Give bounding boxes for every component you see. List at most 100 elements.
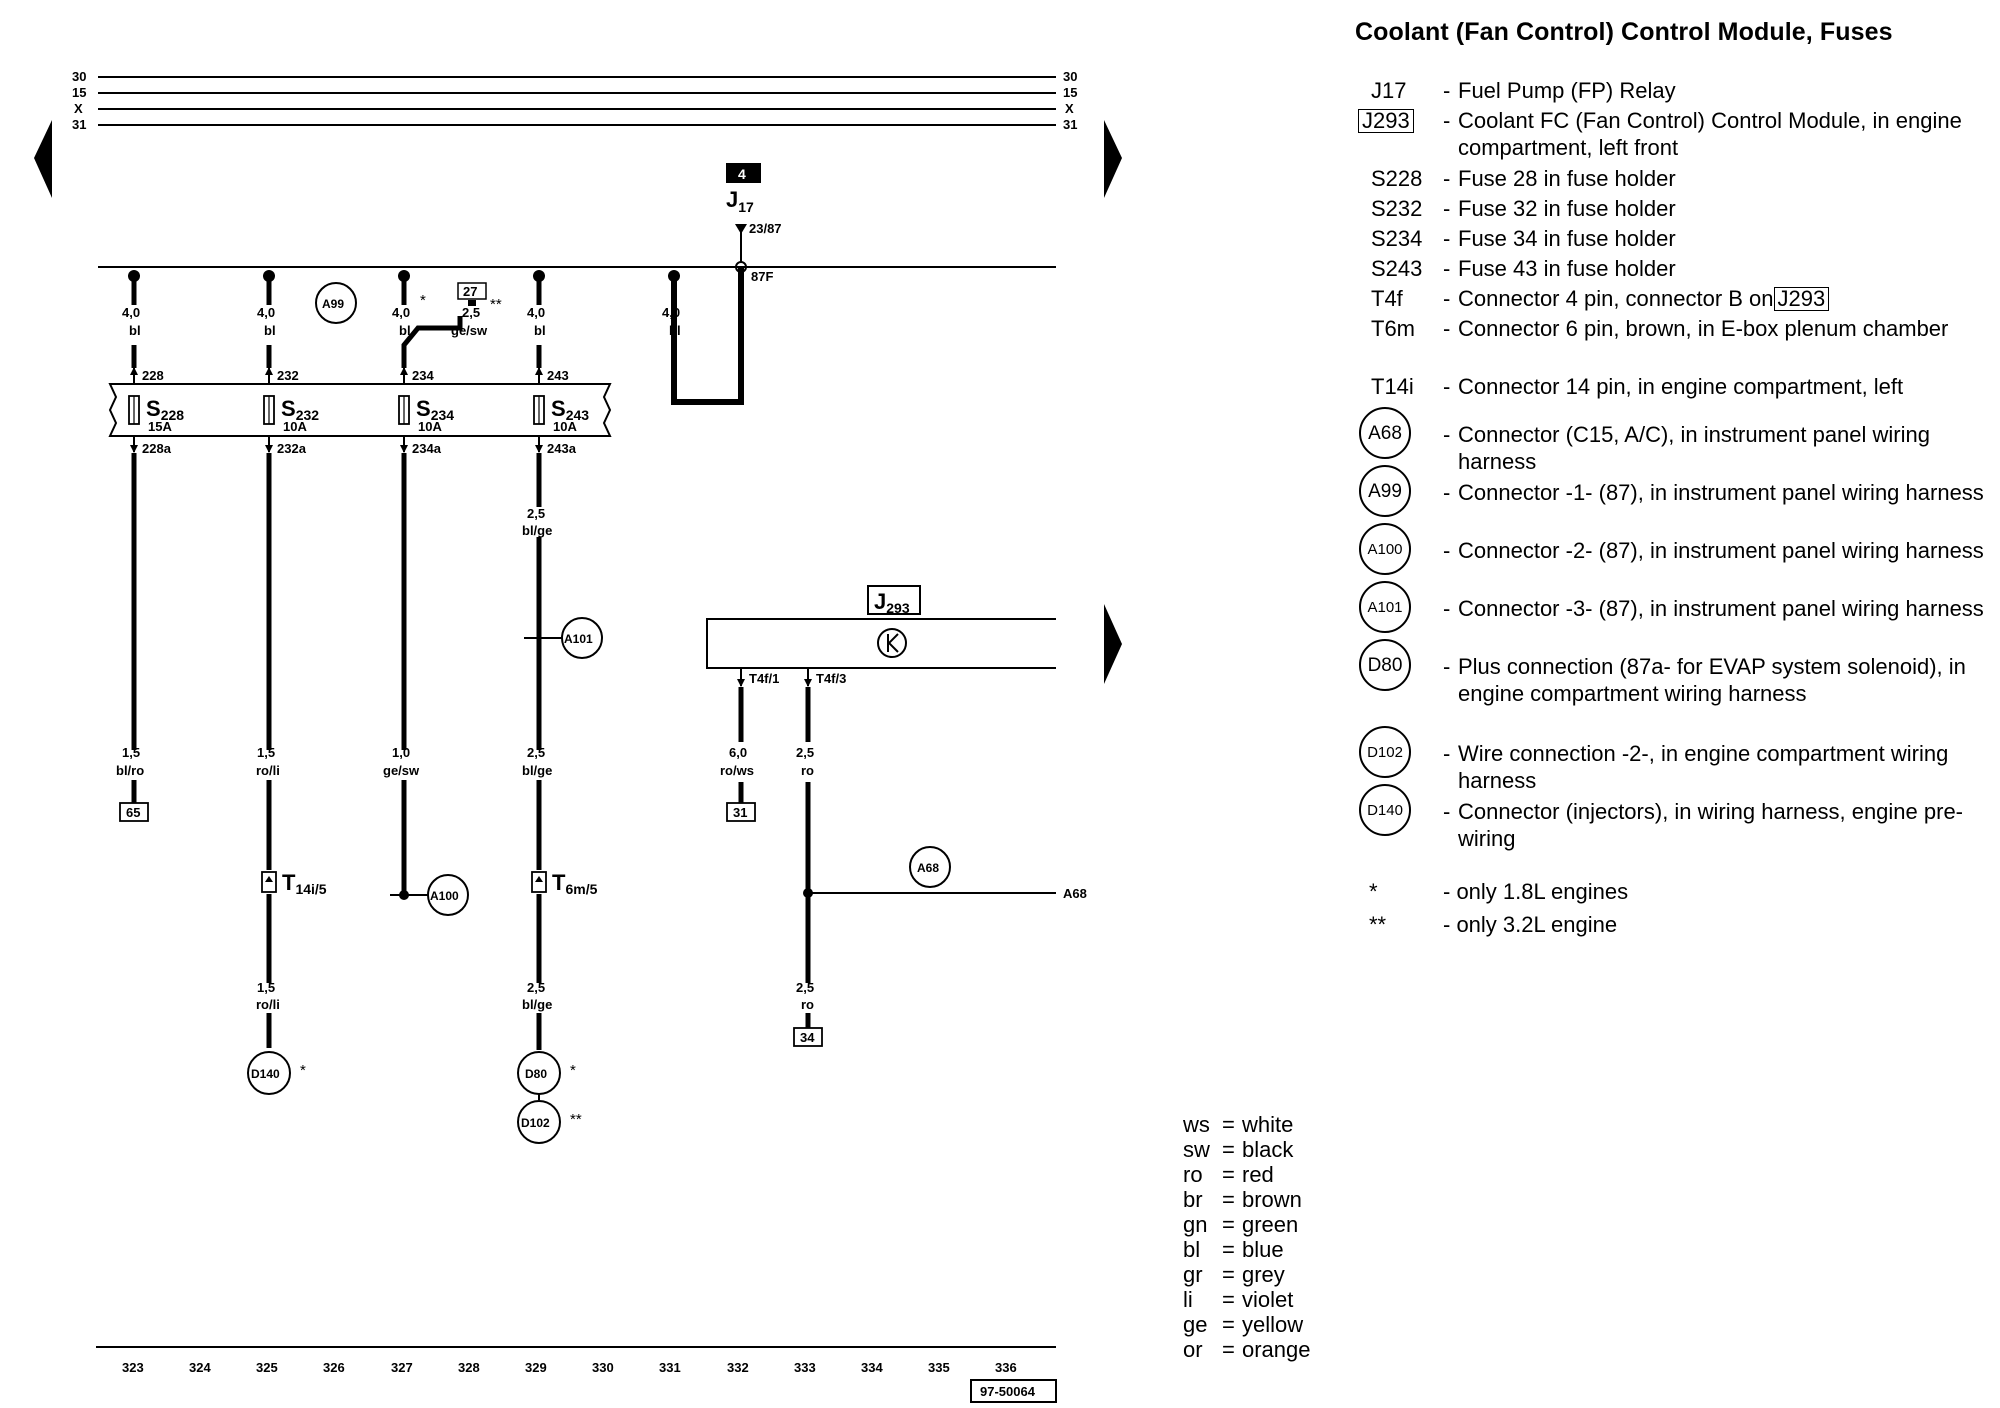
legend-desc: Connector (injectors), in wiring harness…	[1458, 799, 1964, 851]
grid-number: 330	[592, 1360, 614, 1375]
grid-number: 327	[391, 1360, 413, 1375]
connector-t6m-label: T6m/5	[552, 870, 598, 897]
legend-circle: A68	[1359, 407, 1411, 459]
note-star-d140: *	[300, 1062, 306, 1079]
legend-item: S228 - Fuse 28 in fuse holder	[1355, 165, 1985, 195]
connector-d102-label: D102	[521, 1116, 550, 1130]
legend-item: S243 - Fuse 43 in fuse holder	[1355, 255, 1985, 285]
footnote: * - only 1.8L engines	[1355, 878, 1985, 911]
legend-code: S228	[1371, 166, 1423, 191]
grid-number: 325	[256, 1360, 278, 1375]
wire-gauge-234a: 1,0	[392, 745, 410, 760]
wire-gauge-232-lower: 1,5	[257, 980, 275, 995]
legend-circle-item: D140 - Connector (injectors), in wiring …	[1355, 784, 1985, 878]
wire-color-232a: ro/li	[256, 763, 280, 778]
legend-desc: Connector (C15, A/C), in instrument pane…	[1458, 422, 1930, 474]
legend-desc: Fuse 43 in fuse holder	[1458, 256, 1676, 281]
fuse-out-terminal-228: 228a	[142, 441, 172, 456]
legend-dash: -	[1443, 166, 1451, 191]
legend-item: S232 - Fuse 32 in fuse holder	[1355, 195, 1985, 225]
fuse-in-terminal-234: 234	[412, 368, 434, 383]
grid-number: 323	[122, 1360, 144, 1375]
connector-d140	[247, 1051, 291, 1095]
legend-desc: Connector -3- (87), in instrument panel …	[1458, 596, 1984, 621]
wire-gauge-232a: 1,5	[257, 745, 275, 760]
fuse-out-terminal-232: 232a	[277, 441, 307, 456]
right-arrow-icon-mid[interactable]	[1104, 604, 1122, 684]
footnote: ** - only 3.2L engine	[1355, 911, 1985, 944]
wire-gauge-alt-234: 2,5	[462, 305, 480, 320]
legend-circle-item: A100 - Connector -2- (87), in instrument…	[1355, 523, 1985, 595]
ref-27: 27	[463, 284, 477, 299]
legend-item: S234 - Fuse 34 in fuse holder	[1355, 225, 1985, 255]
grid-number: 326	[323, 1360, 345, 1375]
legend-circle-item: A68 - Connector (C15, A/C), in instrumen…	[1355, 407, 1985, 479]
wire-gauge-243-lower: 2,5	[527, 980, 545, 995]
legend-desc: Fuel Pump (FP) Relay	[1458, 78, 1676, 103]
bus-label-31-right: 31	[1063, 117, 1077, 132]
fuse-s228: S228 15A	[128, 395, 184, 434]
fuse-s243-rating: 10A	[553, 419, 577, 434]
wire-gauge-232: 4,0	[257, 305, 275, 320]
relay-ref: 4	[738, 166, 746, 182]
legend-dash: -	[1443, 654, 1451, 679]
ground-ref-31	[726, 802, 756, 822]
legend-circle-item: D80 - Plus connection (87a- for EVAP sys…	[1355, 639, 1985, 740]
legend-code: T14i	[1371, 374, 1414, 399]
note-star-d80: *	[570, 1062, 576, 1079]
wiring-diagram: 30 15 X 31 30 15 X 31 4 J17 23/87 87F	[34, 69, 1122, 1403]
legend-desc: Wire connection -2-, in engine compartme…	[1458, 741, 1949, 793]
connector-d80-label: D80	[525, 1067, 547, 1081]
wire-color-232-lower: ro/li	[256, 997, 280, 1012]
legend-dash: -	[1443, 108, 1451, 133]
module-output-wires	[737, 668, 1056, 1028]
legend-code: S243	[1371, 256, 1423, 281]
wire-gauge-243a: 2,5	[527, 745, 545, 760]
legend-dash: -	[1443, 374, 1451, 399]
grid-number: 329	[525, 1360, 547, 1375]
legend-circle: A99	[1359, 465, 1411, 517]
grid-numbers: 323 324 325 326 327 328 329 330 331 332 …	[122, 1360, 1017, 1375]
wire-color-alt-234: ge/sw	[451, 323, 488, 338]
connector-t4f3-label: T4f/3	[816, 671, 846, 686]
connector-a100-label: A100	[430, 889, 459, 903]
grid-number: 335	[928, 1360, 950, 1375]
ground-ref-65	[119, 802, 149, 822]
grid-number: 324	[189, 1360, 211, 1375]
footnote-text: - only 1.8L engines	[1443, 879, 1629, 904]
bus-label-15: 15	[72, 85, 86, 100]
grid-number: 336	[995, 1360, 1017, 1375]
wire-color-232: bl	[264, 323, 276, 338]
fuse-s228-rating: 15A	[148, 419, 172, 434]
wire-gauge-t4f1: 6,0	[729, 745, 747, 760]
wire-color-228: bl	[129, 323, 141, 338]
connector-a100	[427, 874, 469, 916]
wire-gauge-243-below: 2,5	[527, 506, 545, 521]
connector-a101-label: A101	[564, 632, 593, 646]
right-arrow-icon[interactable]	[1104, 120, 1122, 198]
fuse-out-terminal-234: 234a	[412, 441, 442, 456]
connector-a99	[315, 282, 357, 324]
legend-item: J293 - Coolant FC (Fan Control) Control …	[1355, 107, 1985, 165]
wire-color-relay-feed: bl	[669, 323, 681, 338]
footnote-mark: *	[1369, 879, 1378, 904]
legend-code: S232	[1371, 196, 1423, 221]
power-bus: 30 15 X 31 30 15 X 31	[72, 69, 1077, 132]
legend-circle: A101	[1359, 581, 1411, 633]
connector-t14i-label: T14i/5	[282, 870, 327, 897]
legend-dash: -	[1443, 226, 1451, 251]
fuse-s232: S232 10A	[263, 395, 319, 434]
note-double-star-d102: **	[570, 1111, 582, 1128]
wire-color-243a: bl/ge	[522, 763, 552, 778]
wire-color-234: bl	[399, 323, 411, 338]
module-j293: J293	[706, 585, 1056, 669]
left-arrow-icon[interactable]	[34, 120, 52, 198]
fuse-s232-rating: 10A	[283, 419, 307, 434]
fuse-out-terminal-243: 243a	[547, 441, 577, 456]
fuse-in-terminal-243: 243	[547, 368, 569, 383]
bus-label-x-right: X	[1065, 101, 1074, 116]
legend-desc: Plus connection (87a- for EVAP system so…	[1458, 654, 1966, 706]
legend-dash: -	[1443, 196, 1451, 221]
grid-number: 328	[458, 1360, 480, 1375]
